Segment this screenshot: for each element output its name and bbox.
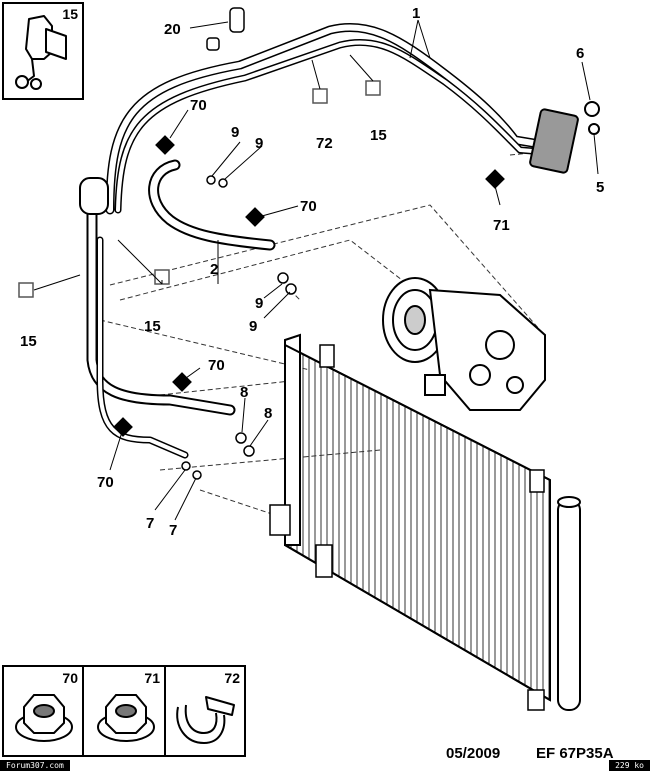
callout-15a: 15 [370, 127, 387, 144]
expansion-valve-plate [529, 101, 600, 174]
callout-9a: 9 [231, 124, 240, 141]
inset-clip-15: 15 [2, 2, 84, 100]
hose-sleeve [79, 177, 109, 215]
leader-lines [33, 19, 599, 521]
flange-nut-icon [15, 694, 73, 742]
hose-clip-icon [176, 696, 235, 744]
clip-icon [15, 15, 67, 90]
inset-nut-70: 70 [2, 665, 84, 757]
footer-date: 05/2009 [446, 745, 501, 762]
callout-71: 71 [493, 217, 510, 234]
callout-1: 1 [412, 5, 421, 22]
inset-nut-71-label: 71 [144, 670, 160, 686]
footer-file-size: 229 ko [609, 760, 650, 771]
callout-70c: 70 [208, 357, 225, 374]
callout-7b: 7 [169, 522, 178, 539]
inset-clip-72: 72 [164, 665, 246, 757]
inset-nut-70-label: 70 [62, 670, 78, 686]
callout-2: 2 [210, 261, 219, 278]
callout-15b: 15 [144, 318, 161, 335]
inset-clip-72-label: 72 [224, 670, 240, 686]
o-rings [181, 175, 297, 480]
condenser [269, 333, 581, 711]
callout-6: 6 [576, 45, 585, 62]
callout-8b: 8 [264, 405, 273, 422]
callout-15c: 15 [20, 333, 37, 350]
callout-9c: 9 [255, 295, 264, 312]
callout-70b: 70 [300, 198, 317, 215]
callout-7a: 7 [146, 515, 155, 532]
hex-nut-icon [97, 694, 155, 742]
callout-20: 20 [164, 21, 181, 38]
callout-8a: 8 [240, 384, 249, 401]
pressure-switch-20 [206, 7, 245, 51]
callout-5: 5 [596, 179, 605, 196]
callout-72: 72 [316, 135, 333, 152]
inset-nut-71: 71 [82, 665, 166, 757]
footer-site-watermark: Forum307.com [0, 760, 70, 771]
pipes [86, 22, 550, 459]
inset-clip-15-label: 15 [62, 6, 78, 22]
clip-markers [18, 80, 381, 298]
callout-70a: 70 [190, 97, 207, 114]
callout-9b: 9 [255, 135, 264, 152]
compressor [382, 277, 546, 411]
callout-70d: 70 [97, 474, 114, 491]
callout-9d: 9 [249, 318, 258, 335]
footer-reference: EF 67P35A [536, 745, 614, 762]
